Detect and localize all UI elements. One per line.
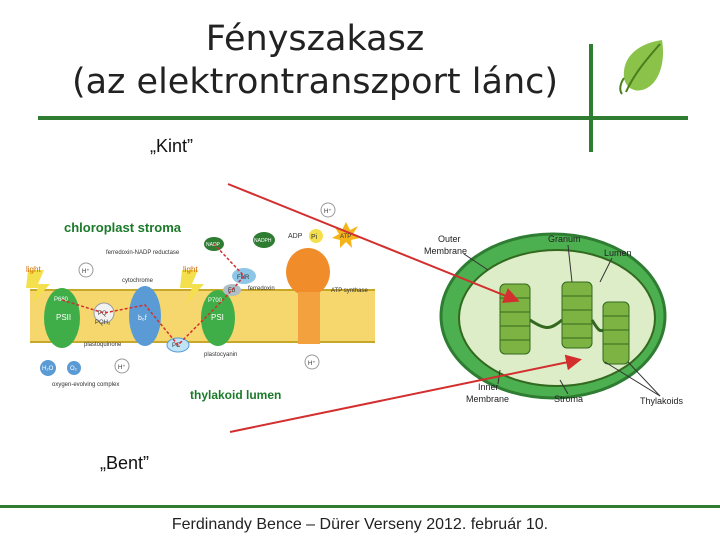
light-label-2: light (183, 265, 198, 274)
granum-stack (561, 281, 593, 349)
atp-label: ATP (340, 234, 351, 240)
light-bolt-icon (180, 270, 204, 304)
fd-label: Fd (228, 288, 235, 294)
psii-label: PSII (56, 313, 71, 322)
o2-label: O₂ (70, 366, 78, 372)
oec-label: oxygen-evolving complex (52, 382, 119, 388)
title-line-1: Fényszakasz (205, 19, 425, 59)
stroma-label-right: Stroma (554, 394, 583, 404)
title-line-2: (az elektrontranszport lánc) (71, 62, 559, 102)
p680-label: P680 (54, 297, 69, 303)
fnr-label: ferredoxin-NADP reductase (106, 250, 180, 256)
outer-membrane-label-1: Outer (438, 234, 461, 244)
nadp-label: NADP (206, 242, 221, 248)
lumen-label-right: Lumen (604, 248, 632, 258)
title-divider (38, 116, 688, 120)
red-arrow (229, 354, 582, 433)
label-outside: „Kint” (150, 136, 194, 156)
thylakoids-label: Thylakoids (640, 396, 684, 406)
light-label-1: light (26, 265, 41, 274)
cytochrome-b6f (129, 286, 161, 346)
plastocyanin-label: plastocyanin (204, 352, 237, 358)
psi-label: PSI (211, 313, 224, 322)
hplus-label-1: H⁺ (82, 268, 90, 275)
p700-label: P700 (208, 298, 223, 304)
outer-membrane-label-2: Membrane (424, 246, 467, 256)
hplus-label-2: H⁺ (324, 208, 332, 215)
atp-synthase-label: ATP synthase (331, 288, 368, 294)
footer-divider (0, 505, 720, 508)
nadph-label: NADPH (254, 238, 272, 244)
light-bolt-icon (26, 270, 50, 304)
psi-complex (201, 290, 235, 346)
lumen-label: thylakoid lumen (190, 388, 281, 402)
slide-title: Fényszakasz (az elektrontranszport lánc) (30, 18, 600, 104)
hplus-label-3: H⁺ (308, 360, 316, 367)
psii-complex (44, 288, 80, 348)
pq-label: PQ (98, 311, 107, 317)
b6f-label: b₆f (138, 315, 147, 322)
atp-synthase-head (286, 248, 330, 296)
pc-label: PC (172, 343, 181, 349)
plastoquinone-label: plastoquinone (84, 342, 122, 348)
red-arrow (227, 183, 520, 303)
leaf-icon (619, 40, 664, 95)
cytochrome-label: cytochrome (122, 278, 154, 284)
h2o-label: H₂O (42, 366, 54, 372)
label-inside: „Bent” (100, 453, 150, 473)
adp-label: ADP (288, 233, 303, 240)
inner-membrane-label-1: Inner (478, 382, 499, 392)
fnr-short-label: FNR (237, 275, 250, 281)
stroma-label: chloroplast stroma (64, 220, 182, 235)
pi-label: Pi (311, 234, 318, 241)
pqh2-label: PQH₂ (95, 320, 111, 326)
granum-stack (602, 301, 630, 365)
ferredoxin-label: ferredoxin (248, 286, 275, 292)
hplus-label-4: H⁺ (118, 364, 126, 371)
inner-membrane-label-2: Membrane (466, 394, 509, 404)
granum-label: Granum (548, 234, 581, 244)
title-vertical-divider (589, 44, 593, 152)
footer-text: Ferdinandy Bence – Dürer Verseny 2012. f… (171, 516, 549, 533)
